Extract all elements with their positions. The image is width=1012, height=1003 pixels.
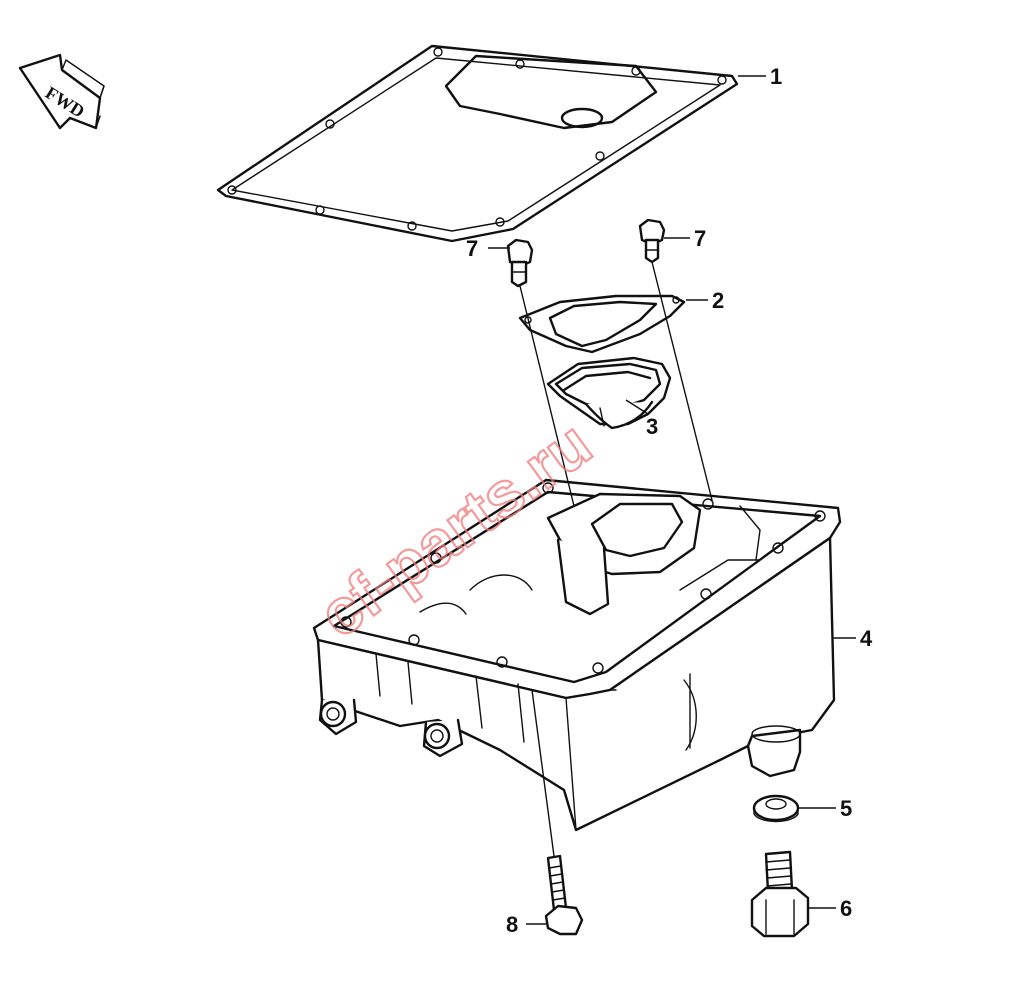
- assembly-guide-lines: [519, 261, 713, 857]
- part-7-bolt-right: [638, 218, 666, 264]
- callout-2: 2: [712, 288, 724, 313]
- gasket-bolt-holes: [227, 47, 727, 231]
- callout-4: 4: [860, 626, 873, 651]
- callout-8: 8: [506, 912, 518, 937]
- callout-5: 5: [840, 796, 852, 821]
- callout-labels: 1 2 3 4 5 6 7 7 8: [466, 64, 873, 937]
- part-7-bolt-left: [506, 238, 534, 288]
- part-4-oil-pan: [312, 478, 842, 832]
- callout-6: 6: [840, 896, 852, 921]
- part-6-drain-bolt: [750, 850, 810, 938]
- callout-3: 3: [646, 414, 658, 439]
- callout-7-left: 7: [466, 236, 478, 261]
- oil-pan-bolt-holes: [340, 482, 826, 674]
- part-8-long-bolt: [544, 854, 584, 936]
- part-3-oil-strainer: [546, 356, 672, 430]
- oil-pan-side-bosses: [318, 698, 464, 758]
- part-1-gasket: [216, 44, 739, 243]
- fwd-arrow-icon: FWD: [18, 53, 105, 130]
- callout-1: 1: [770, 64, 782, 89]
- part-2-cover-gasket: [518, 294, 686, 354]
- part-5-washer: [752, 794, 800, 823]
- callout-7-right: 7: [694, 226, 706, 251]
- callout-leaders: [488, 75, 856, 925]
